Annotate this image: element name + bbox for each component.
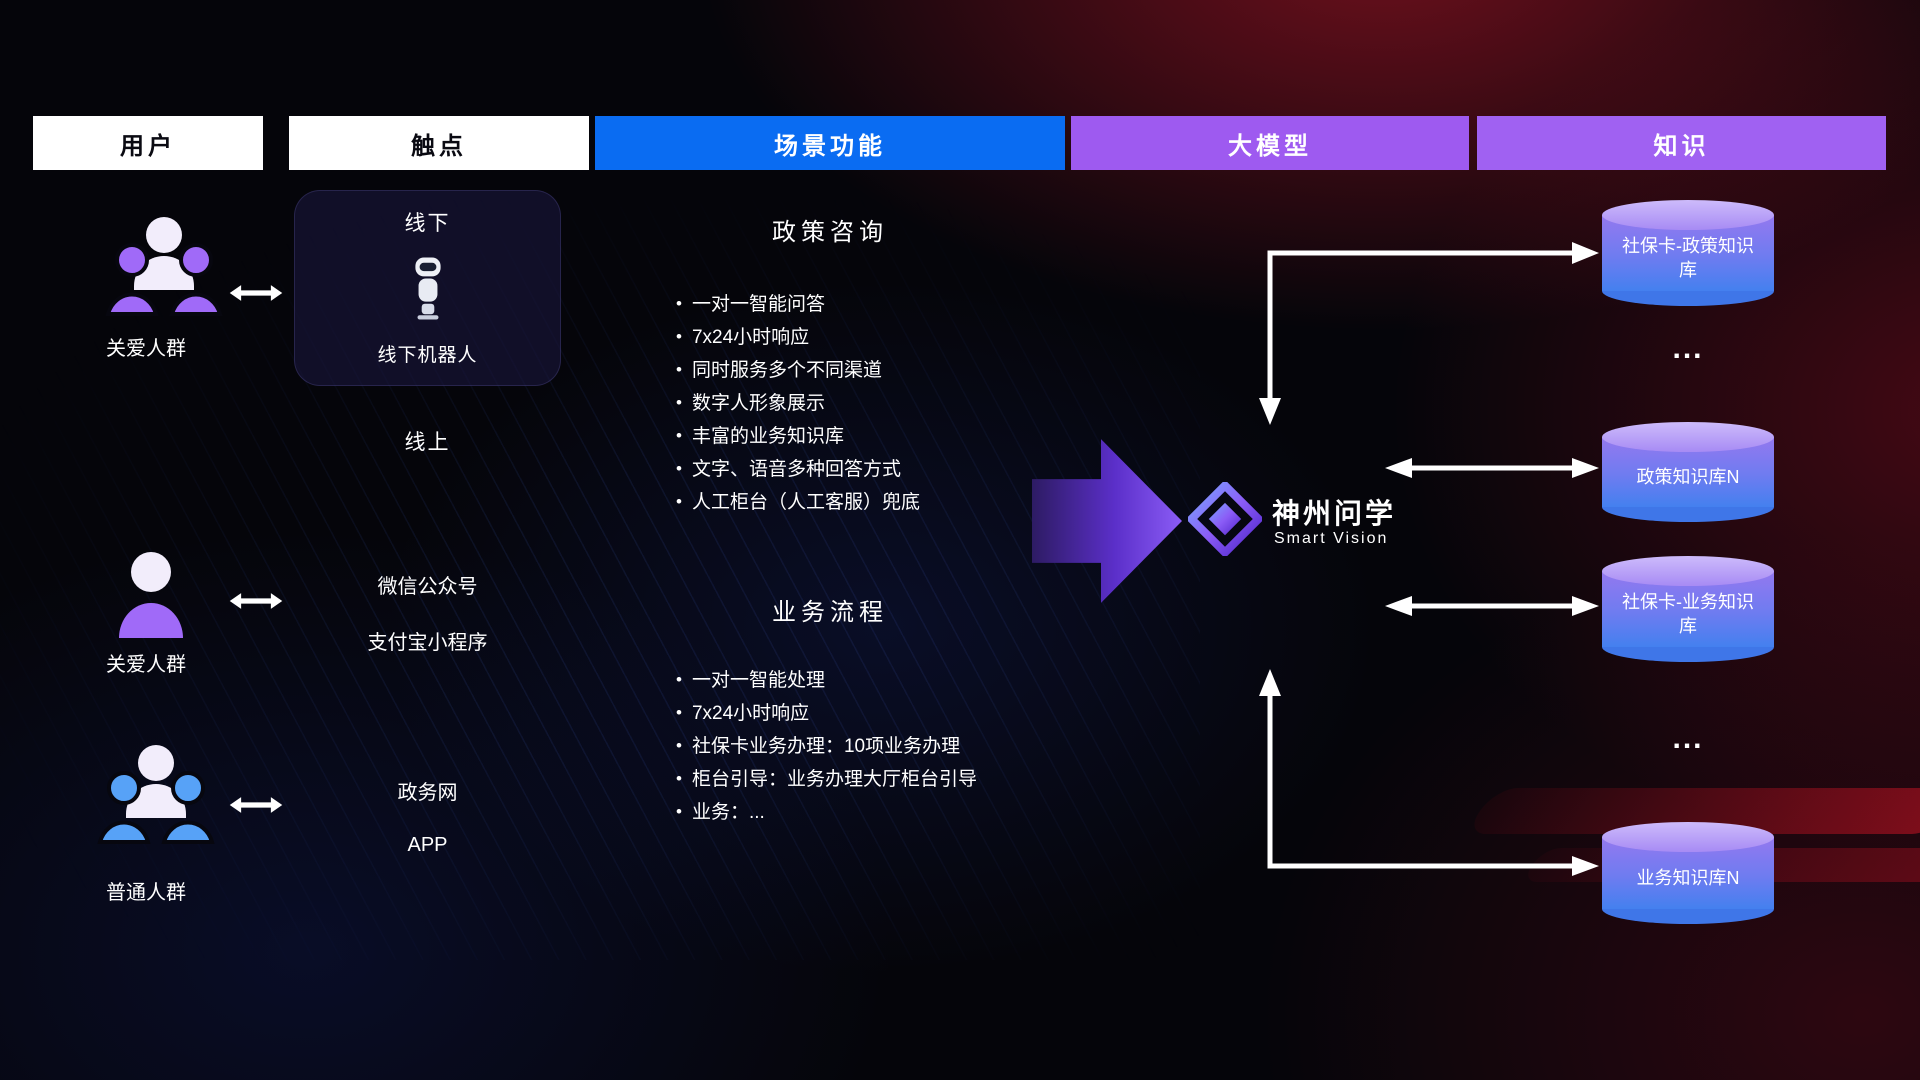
list-item: 一对一智能处理 (676, 664, 1156, 697)
list-item: 7x24小时响应 (676, 697, 1156, 730)
list-item: 同时服务多个不同渠道 (676, 354, 1156, 387)
kb-cylinder-business-ssc: 社保卡-业务知识库 (1602, 556, 1774, 662)
list-item: 柜台引导：业务办理大厅柜台引导 (676, 763, 1156, 796)
list-item: 人工柜台（人工客服）兜底 (676, 486, 1156, 519)
list-item: 文字、语音多种回答方式 (676, 453, 1156, 486)
header-knowledge: 知识 (1477, 116, 1886, 170)
kb-cylinder-business-n: 业务知识库N (1602, 822, 1774, 924)
ellipsis-more-kb: ... (1672, 332, 1704, 365)
robot-icon (414, 257, 441, 319)
offline-touchpoint-card: 线下 线下机器人 (294, 190, 561, 386)
user-group-label: 关爱人群 (106, 338, 186, 360)
connector-kb1-elbow (1267, 250, 1572, 398)
scenario-title-business: 业务流程 (772, 599, 888, 626)
arrowhead-left-icon (1385, 458, 1412, 478)
kb-label: 社保卡-政策知识库 (1622, 235, 1754, 280)
user-group-label: 普通人群 (106, 882, 186, 904)
arrowhead-right-icon (1572, 242, 1599, 264)
list-item: 业务：... (676, 796, 1156, 829)
touchpoint-app: APP (407, 834, 448, 856)
arrowheads (1259, 242, 1599, 876)
list-item: 数字人形象展示 (676, 387, 1156, 420)
user-group-label: 关爱人群 (106, 654, 186, 676)
arrowhead-right-icon (1572, 596, 1599, 616)
list-item: 社保卡业务办理：10项业务办理 (676, 730, 1156, 763)
connector-kb4-elbow (1267, 694, 1572, 869)
header-scenario: 场景功能 (595, 116, 1065, 170)
arrowhead-right-icon (1572, 458, 1599, 478)
arrowhead-up-icon (1259, 669, 1281, 696)
kb-label: 社保卡-业务知识库 (1622, 591, 1754, 636)
double-arrow-icon (229, 285, 283, 301)
cylinder-top-cap (1602, 822, 1774, 852)
list-item: 一对一智能问答 (676, 288, 1156, 321)
header-user: 用户 (33, 116, 263, 170)
policy-consult-list: 一对一智能问答 7x24小时响应 同时服务多个不同渠道 数字人形象展示 丰富的业… (676, 288, 1156, 519)
cylinder-top-cap (1602, 422, 1774, 452)
online-title: 线上 (404, 431, 451, 454)
people-group-icon (105, 217, 223, 316)
scenario-title-policy: 政策咨询 (772, 219, 888, 246)
touchpoint-alipay: 支付宝小程序 (367, 632, 488, 654)
offline-title: 线下 (404, 212, 451, 235)
list-item: 丰富的业务知识库 (676, 420, 1156, 453)
double-arrow-icon (229, 593, 283, 609)
model-subtitle: Smart Vision (1274, 530, 1389, 547)
person-icon (119, 552, 183, 638)
header-model: 大模型 (1071, 116, 1469, 170)
connector-lines (1267, 250, 1572, 869)
arrowhead-down-icon (1259, 398, 1281, 425)
cylinder-top-cap (1602, 200, 1774, 230)
double-arrow-icon (229, 797, 283, 813)
model-name: 神州问学 (1272, 498, 1397, 529)
touchpoint-gov: 政务网 (397, 782, 458, 804)
ellipsis-more-kb: ... (1672, 722, 1704, 755)
offline-robot-label: 线下机器人 (377, 345, 478, 366)
header-touchpoint: 触点 (289, 116, 589, 170)
kb-cylinder-policy-n: 政策知识库N (1602, 422, 1774, 522)
kb-label: 政策知识库N (1636, 466, 1740, 487)
people-group-icon (97, 745, 215, 844)
cylinder-top-cap (1602, 556, 1774, 586)
kb-label: 业务知识库N (1636, 867, 1740, 888)
business-process-list: 一对一智能处理 7x24小时响应 社保卡业务办理：10项业务办理 柜台引导：业务… (676, 664, 1156, 829)
diamond-logo-icon (1188, 482, 1262, 556)
list-item: 7x24小时响应 (676, 321, 1156, 354)
arrowhead-left-icon (1385, 596, 1412, 616)
kb-cylinder-policy-ssc: 社保卡-政策知识库 (1602, 200, 1774, 306)
touchpoint-wechat: 微信公众号 (377, 576, 478, 598)
